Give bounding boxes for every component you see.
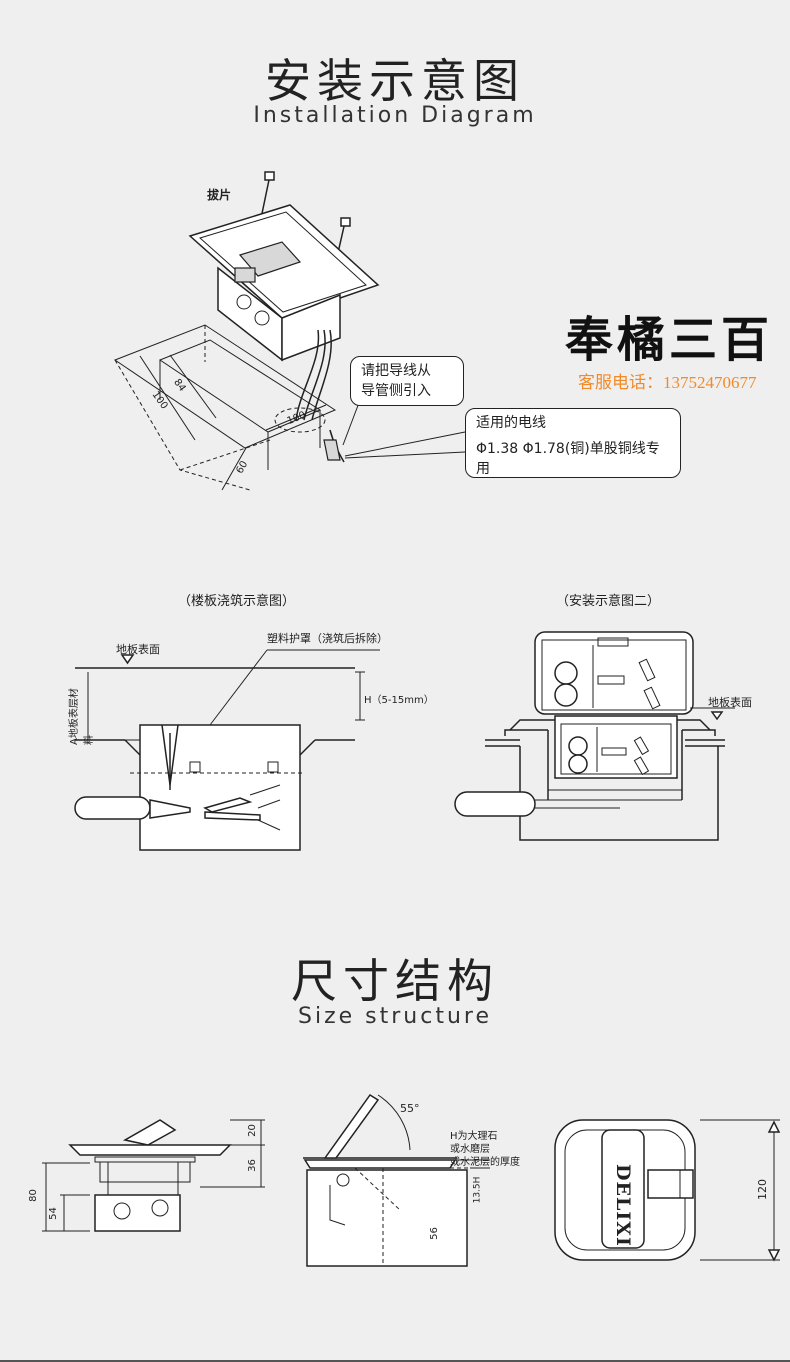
dim-54: 54	[47, 1207, 59, 1220]
tab-label: 拔片	[207, 188, 232, 202]
delixi-logo: DELIXI	[612, 1164, 634, 1247]
callout-wire-route: 请把导线从 导管侧引入	[350, 356, 464, 406]
callout-wire-route-line1: 请把导线从	[361, 363, 431, 379]
h-note-line3: 或水泥层的厚度	[450, 1157, 520, 1168]
caption-floor-pouring: （楼板浇筑示意图）	[178, 594, 296, 609]
top-view-right	[554, 1119, 781, 1262]
floor-surface-label-right: 地板表面	[708, 696, 752, 709]
h-range-label: H（5-15mm）	[364, 695, 434, 706]
brand-phone: 客服电话：13752470677	[578, 373, 757, 392]
h-note: H为大理石 或水磨层 或水泥层的厚度	[450, 1130, 520, 1169]
dim-56: 56	[428, 1227, 440, 1240]
dim-36: 36	[246, 1159, 258, 1172]
section3-title-cn: 尺寸结构	[291, 954, 499, 1008]
section-view-middle	[303, 1093, 490, 1267]
section1-title-en: Installation Diagram	[253, 103, 537, 128]
callout-wire-route-line2: 导管侧引入	[361, 383, 431, 399]
angle-55: 55°	[400, 1102, 420, 1115]
install-diagram-2	[454, 631, 735, 841]
dim-13-5h: 13.5H	[472, 1176, 483, 1204]
plastic-cover-label: 塑料护罩（浇筑后拆除）	[267, 632, 388, 645]
callout-wire-spec-title: 适用的电线	[476, 415, 546, 431]
floor-pouring-diagram	[74, 649, 380, 851]
section3-title-en: Size structure	[298, 1004, 492, 1029]
dim-80: 80	[27, 1189, 39, 1202]
h-note-line2: 或水磨层	[450, 1144, 490, 1155]
dim-20: 20	[246, 1124, 258, 1137]
side-view-left	[42, 1119, 265, 1232]
callout-wire-spec: 适用的电线 Φ1.38 Φ1.78(铜)单股铜线专用	[465, 408, 681, 478]
section1-title-cn: 安装示意图	[265, 54, 525, 108]
caption-install-2: （安装示意图二）	[556, 594, 661, 609]
installation-isometric-diagram	[113, 171, 466, 491]
h-note-line1: H为大理石	[450, 1131, 498, 1142]
dim-120: 120	[756, 1179, 769, 1200]
floor-surface-label: 地板表面	[116, 643, 160, 656]
brand-name: 奉橘三百	[565, 312, 774, 368]
callout-wire-spec-text: Φ1.38 Φ1.78(铜)单股铜线专用	[476, 441, 660, 477]
